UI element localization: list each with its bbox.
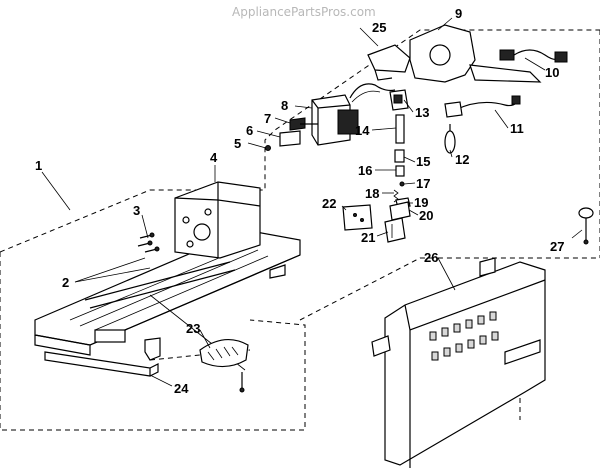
part-10-harness: [499, 49, 568, 63]
callout-19: 19: [414, 195, 428, 210]
callout-15: 15: [416, 154, 430, 169]
callout-18: 18: [365, 186, 379, 201]
part-6-bracket: [279, 130, 301, 147]
callout-17: 17: [416, 176, 430, 191]
part-12-thermistor: [444, 124, 456, 154]
callout-27: 27: [550, 239, 564, 254]
callout-9: 9: [455, 6, 462, 21]
callout-5: 5: [234, 136, 241, 151]
part-13-switch: [389, 89, 409, 111]
callout-6: 6: [246, 123, 253, 138]
part-5-washer: [265, 145, 271, 151]
part-23-bin: [199, 339, 249, 393]
part-24-bar: [44, 351, 159, 377]
callout-24: 24: [174, 381, 189, 396]
part-3-screws: [137, 232, 160, 253]
watermark-text: AppliancePartsPros.com: [232, 5, 376, 19]
part-7-coupler: [289, 117, 306, 131]
callout-2: 2: [62, 275, 69, 290]
leader-lines: [41, 17, 583, 387]
panel-slots: [429, 311, 499, 361]
callout-11: 11: [510, 121, 524, 136]
part-22-plate: [342, 204, 373, 231]
callout-4: 4: [210, 150, 218, 165]
part-9-housing: [409, 24, 542, 83]
motor-wires: [349, 83, 396, 103]
part-17-pin: [399, 181, 405, 187]
callout-20: 20: [419, 208, 433, 223]
callout-16: 16: [358, 163, 372, 178]
callout-23: 23: [186, 321, 200, 336]
callout-7: 7: [264, 111, 271, 126]
callout-26: 26: [424, 250, 438, 265]
callout-22: 22: [322, 196, 336, 211]
callout-10: 10: [545, 65, 559, 80]
part-21-bracket: [384, 217, 406, 243]
callout-25: 25: [372, 20, 386, 35]
part-25-cover: [367, 44, 411, 81]
callout-labels: 1 2 3 4 5 6 7 8 9 10 11 12 13 14 15 16 1…: [35, 6, 564, 396]
part-1-base-tray: [34, 229, 301, 361]
callout-14: 14: [355, 123, 370, 138]
part-20-block: [389, 201, 411, 221]
part-14-shaft: [395, 114, 405, 144]
part-15-collar: [394, 149, 405, 163]
part-11-sensor: [444, 95, 521, 118]
callout-3: 3: [133, 203, 140, 218]
callout-12: 12: [455, 152, 469, 167]
part-8-motor: [300, 94, 359, 146]
callout-21: 21: [361, 230, 375, 245]
callout-8: 8: [281, 98, 288, 113]
callout-1: 1: [35, 158, 42, 173]
part-4-motor-housing: [174, 181, 261, 259]
callout-13: 13: [415, 105, 429, 120]
part-27-screw: [578, 207, 594, 245]
part-16-gear: [395, 165, 405, 177]
part-26-front-panel: [371, 257, 546, 468]
